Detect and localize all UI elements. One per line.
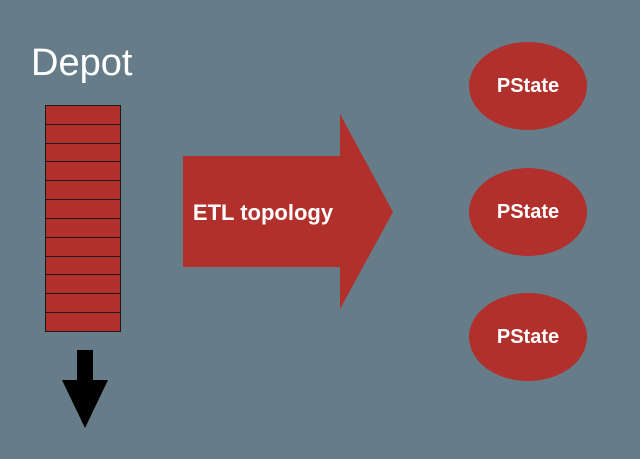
pstate-node-3: PState (469, 293, 587, 381)
depot-stack (45, 105, 121, 332)
depot-segment (46, 237, 120, 257)
etl-topology-label: ETL topology (192, 200, 334, 225)
depot-segment (46, 106, 120, 125)
down-arrow-shape (62, 350, 108, 428)
depot-segment (46, 181, 120, 201)
depot-segment (46, 200, 120, 219)
pstate-node-1: PState (469, 42, 587, 130)
depot-segment (46, 124, 120, 144)
pstate-label: PState (496, 325, 560, 348)
pstate-label: PState (496, 200, 560, 223)
depot-segment (46, 294, 120, 314)
pstate-node-2: PState (469, 168, 587, 256)
depot-segment (46, 218, 120, 238)
depot-segment (46, 256, 120, 276)
pstate-label: PState (496, 74, 560, 97)
depot-segment (46, 162, 120, 182)
depot-segment (46, 313, 120, 331)
depot-segment (46, 143, 120, 163)
etl-arrow-shape (183, 114, 393, 309)
depot-segment (46, 275, 120, 295)
depot-title: Depot (31, 42, 133, 84)
